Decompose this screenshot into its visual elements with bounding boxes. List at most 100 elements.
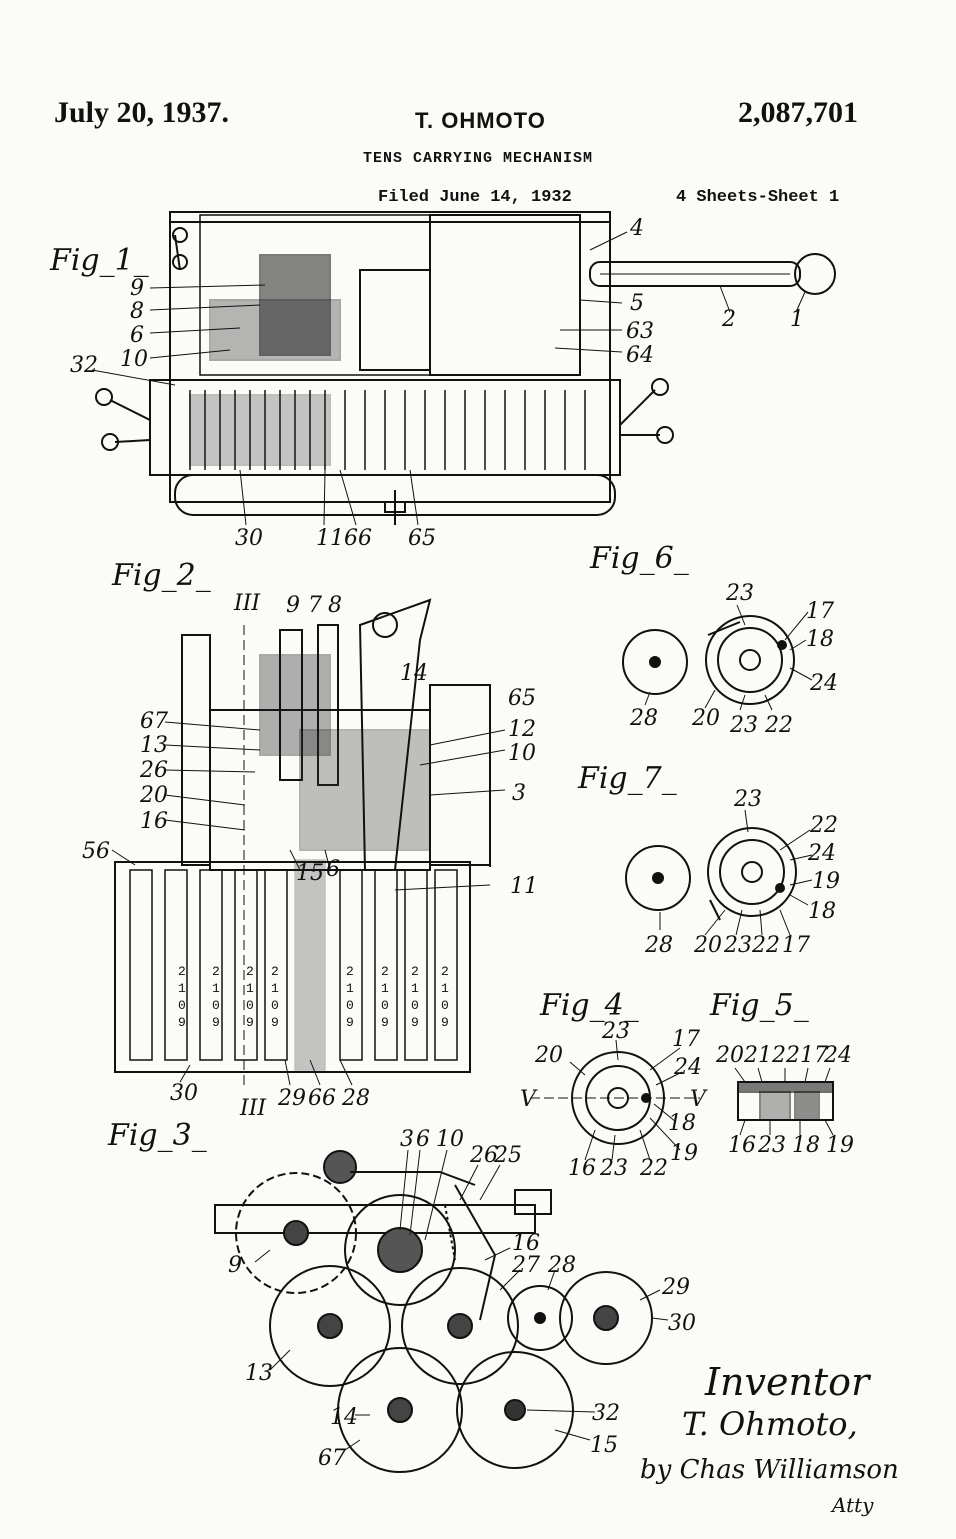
patent-title: TENS CARRYING MECHANISM — [362, 150, 594, 167]
counter-digit: 9 — [381, 1015, 389, 1030]
ref-numeral: 22 — [751, 933, 780, 958]
ref-numeral: 17 — [806, 599, 834, 624]
signature-atty-label: Atty — [830, 1493, 874, 1517]
patent-number: 2,087,701 — [738, 96, 858, 129]
ref-numeral: 23 — [601, 1019, 630, 1044]
counter-digit: 0 — [441, 998, 449, 1013]
ref-numeral: 67 — [140, 709, 168, 734]
ref-numeral: 16 — [512, 1231, 540, 1256]
counter-digit: 1 — [271, 981, 279, 996]
counter-digit: 1 — [411, 981, 419, 996]
ref-numeral: 20 — [691, 706, 720, 731]
counter-digit: 1 — [212, 981, 220, 996]
ref-numeral: 17 — [782, 933, 810, 958]
ref-numeral: 28 — [629, 706, 658, 731]
ref-numeral: 66 — [308, 1086, 336, 1111]
ref-numeral: 19 — [670, 1141, 698, 1166]
ref-numeral: 56 — [82, 839, 110, 864]
ref-numeral: 23 — [729, 713, 758, 738]
ref-numeral: 13 — [245, 1361, 273, 1386]
counter-digit: 1 — [246, 981, 254, 996]
ref-numeral: 7 — [308, 593, 322, 618]
ref-numeral: 15 — [590, 1433, 618, 1458]
counter-digit: 1 — [381, 981, 389, 996]
counter-digit: 9 — [346, 1015, 354, 1030]
ref-numeral: 24 — [673, 1055, 702, 1080]
sheet-count: 4 Sheets-Sheet 1 — [676, 188, 840, 207]
counter-digit: 0 — [178, 998, 186, 1013]
counter-digit: 1 — [346, 981, 354, 996]
counter-digit: 2 — [178, 964, 186, 979]
counter-digit: 0 — [271, 998, 279, 1013]
ref-numeral: 11 — [316, 526, 344, 551]
ref-numeral: 22 — [809, 813, 838, 838]
counter-digit: 9 — [441, 1015, 449, 1030]
ref-numeral: 23 — [723, 933, 752, 958]
counter-digit: 2 — [212, 964, 220, 979]
ref-numeral: 67 — [318, 1446, 346, 1471]
counter-digit: 2 — [271, 964, 279, 979]
ref-numeral: 18 — [668, 1111, 696, 1136]
ref-numeral: 65 — [508, 686, 536, 711]
ref-numeral: 9 — [228, 1253, 242, 1278]
ref-numeral: III — [239, 1096, 267, 1121]
fig5-label: Fig_5_ — [709, 988, 809, 1023]
ref-numeral: 24 — [823, 1043, 852, 1068]
counter-digit: 0 — [212, 998, 220, 1013]
signature-attorney: by Chas Williamson — [640, 1455, 899, 1485]
fig1-machine — [91, 211, 836, 526]
ref-numeral: 30 — [170, 1081, 198, 1106]
ref-numeral: 19 — [812, 869, 840, 894]
ref-numeral: 12 — [508, 717, 536, 742]
ref-numeral: 18 — [806, 627, 834, 652]
fig2-label: Fig_2_ — [111, 558, 211, 593]
ref-numeral: 22 — [639, 1156, 668, 1181]
ref-numeral: 30 — [668, 1311, 696, 1336]
ref-numeral: 24 — [807, 841, 836, 866]
fig4-refs: 23 17 20 24 V V 18 16 23 22 19 — [520, 1019, 708, 1181]
fig6-refs: 23 17 18 24 28 20 23 22 — [629, 581, 838, 738]
ref-numeral: 20 — [693, 933, 722, 958]
ref-numeral: 22 — [771, 1043, 800, 1068]
filed-date: Filed June 14, 1932 — [378, 188, 572, 207]
ref-numeral: 6 — [130, 323, 144, 348]
signature-inventor-name: T. Ohmoto, — [682, 1405, 858, 1443]
ref-numeral: III — [233, 591, 261, 616]
ref-numeral: 21 — [743, 1043, 772, 1068]
ref-numeral: 28 — [644, 933, 673, 958]
fig6-detail — [622, 604, 813, 711]
signature-block: Inventor T. Ohmoto, by Chas Williamson A… — [640, 1360, 899, 1517]
ref-numeral: 6 — [326, 857, 340, 882]
counter-digit: 2 — [441, 964, 449, 979]
ref-numeral: 23 — [725, 581, 754, 606]
ref-numeral: 22 — [764, 713, 793, 738]
fig5-detail — [734, 1067, 834, 1136]
ref-numeral: 23 — [733, 787, 762, 812]
ref-numeral: 18 — [792, 1133, 820, 1158]
ref-numeral: 9 — [286, 593, 300, 618]
ref-numeral: 23 — [757, 1133, 786, 1158]
ref-numeral: 17 — [672, 1027, 700, 1052]
counter-digit: 2 — [246, 964, 254, 979]
ref-numeral: 65 — [408, 526, 436, 551]
fig3-gears — [214, 1149, 669, 1473]
ref-numeral: 18 — [808, 899, 836, 924]
ref-numeral: 15 — [296, 861, 324, 886]
signature-inventor-heading: Inventor — [704, 1360, 872, 1404]
ref-numeral: 32 — [592, 1401, 620, 1426]
counter-digit: 9 — [178, 1015, 186, 1030]
ref-numeral: 66 — [344, 526, 372, 551]
ref-numeral: 8 — [328, 593, 342, 618]
counter-digit: 9 — [246, 1015, 254, 1030]
fig2-refs: III 9 7 8 67 13 26 20 16 56 14 65 12 10 … — [82, 591, 538, 1121]
ref-numeral: 16 — [728, 1133, 756, 1158]
ref-numeral: 32 — [70, 353, 98, 378]
fig7-detail — [625, 809, 813, 936]
fig3-refs: 3 6 10 26 25 16 9 27 28 29 30 13 14 67 3… — [228, 1127, 696, 1471]
ref-numeral: 26 — [469, 1143, 498, 1168]
fig6-label: Fig_6_ — [589, 541, 689, 576]
inventor-name: T. OHMOTO — [415, 108, 546, 133]
ref-numeral: 2 — [721, 307, 736, 332]
ref-numeral: 5 — [630, 291, 644, 316]
